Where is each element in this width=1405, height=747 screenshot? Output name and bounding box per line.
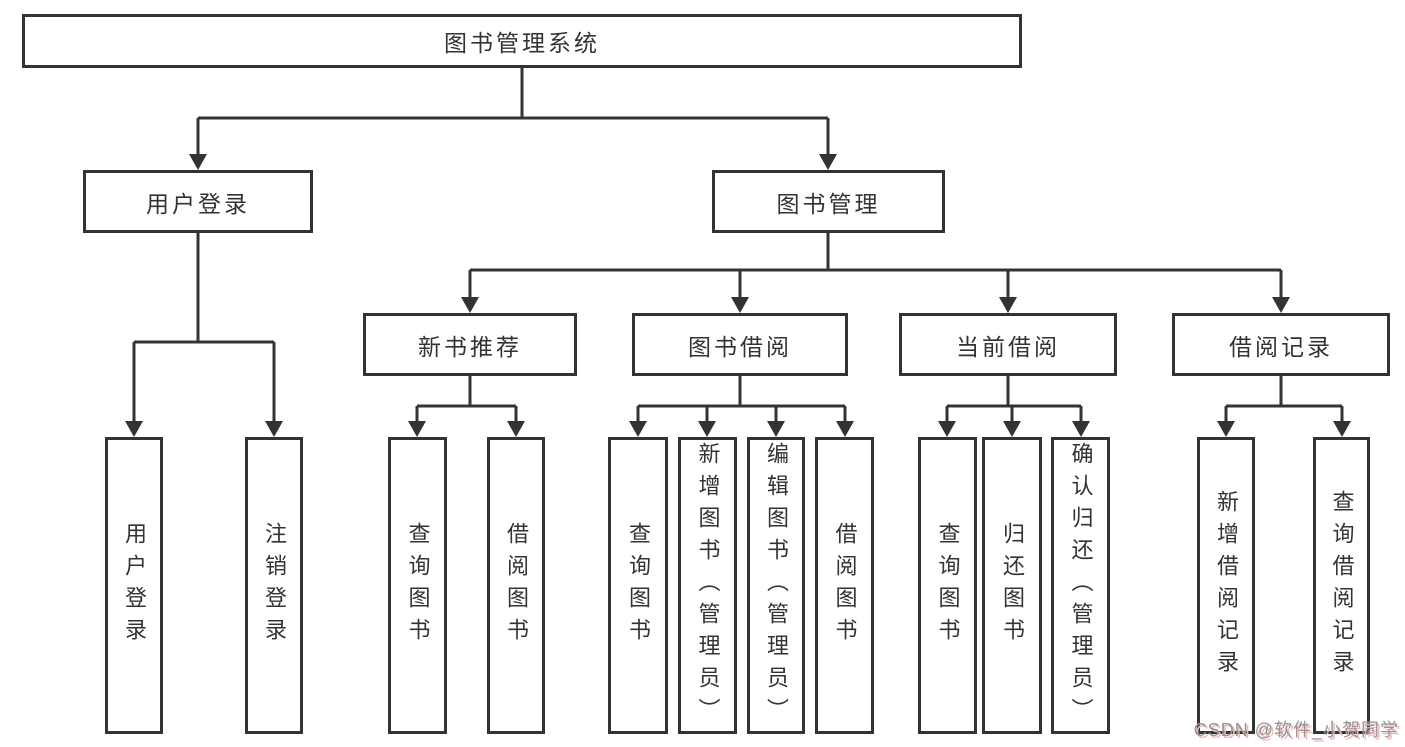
arrowhead [189, 154, 207, 170]
connector-borrow-records-group [1217, 376, 1351, 437]
connector-user-login-group [125, 233, 283, 437]
arrowhead [938, 421, 956, 437]
connector-current-borrow-group [938, 376, 1090, 437]
arrowhead [836, 421, 854, 437]
leaf-query-books-recommend: 查询图书 [388, 437, 447, 734]
node-label: 图书借阅 [688, 333, 792, 360]
node-new-book-recommend: 新书推荐 [363, 313, 577, 376]
connector-new-book-recommend-group [408, 376, 525, 437]
node-label: 新书推荐 [418, 333, 522, 360]
leaf-edit-books-admin: 编辑图书（管理员） [747, 437, 805, 734]
connector-book-management-to-level3 [461, 233, 1290, 313]
node-label: 查询借阅记录 [1329, 489, 1355, 682]
leaf-add-borrow-record: 新增借阅记录 [1197, 437, 1255, 734]
node-label: 借阅图书 [832, 521, 858, 650]
node-book-borrow: 图书借阅 [632, 313, 848, 376]
arrowhead [265, 421, 283, 437]
node-label: 借阅图书 [504, 521, 529, 650]
arrowhead [1003, 421, 1021, 437]
arrowhead [1217, 421, 1235, 437]
node-label: 借阅记录 [1229, 333, 1333, 360]
node-current-borrow: 当前借阅 [899, 313, 1117, 376]
node-label: 查询图书 [405, 521, 431, 650]
arrowhead [629, 421, 647, 437]
leaf-borrow-books: 借阅图书 [815, 437, 874, 734]
node-label: 编辑图书（管理员） [764, 441, 789, 730]
node-label: 注销登录 [262, 521, 287, 650]
leaf-query-books-current: 查询图书 [918, 437, 977, 734]
arrowhead [507, 421, 525, 437]
leaf-borrow-books-recommend: 借阅图书 [487, 437, 545, 734]
node-label: 用户登录 [146, 190, 250, 217]
node-root: 图书管理系统 [22, 14, 1022, 68]
leaf-return-books: 归还图书 [982, 437, 1042, 734]
leaf-query-books-borrow: 查询图书 [608, 437, 668, 734]
arrowhead [731, 297, 749, 313]
arrowhead [125, 421, 143, 437]
arrowhead [1333, 421, 1351, 437]
node-label: 查询图书 [935, 521, 961, 650]
node-borrow-records: 借阅记录 [1172, 313, 1390, 376]
arrowhead [1072, 421, 1090, 437]
node-label: 查询图书 [626, 521, 651, 650]
leaf-confirm-return-admin: 确认归还（管理员） [1051, 437, 1110, 734]
node-label: 确认归还（管理员） [1068, 441, 1094, 730]
node-user-login: 用户登录 [83, 170, 313, 233]
arrowhead [819, 154, 837, 170]
node-label: 图书管理 [776, 190, 881, 217]
node-label: 新增借阅记录 [1214, 489, 1239, 682]
node-label: 当前借阅 [956, 333, 1060, 360]
node-label: 图书管理系统 [444, 30, 600, 56]
node-label: 新增图书（管理员） [695, 441, 721, 730]
node-book-management: 图书管理 [712, 170, 945, 233]
arrowhead [698, 421, 716, 437]
node-label: 归还图书 [1000, 521, 1025, 650]
leaf-query-borrow-record: 查询借阅记录 [1313, 437, 1370, 734]
arrowhead [461, 297, 479, 313]
arrowhead [999, 297, 1017, 313]
connector-root-to-level2 [189, 68, 837, 170]
node-label: 用户登录 [122, 521, 147, 650]
leaf-add-books-admin: 新增图书（管理员） [678, 437, 737, 734]
leaf-logout: 注销登录 [245, 437, 303, 734]
arrowhead [1272, 297, 1290, 313]
watermark: CSDN @软件_小贺同学 [1193, 720, 1399, 740]
arrowhead [767, 421, 785, 437]
arrowhead [408, 421, 426, 437]
leaf-user-login: 用户登录 [105, 437, 163, 734]
connector-book-borrow-group [629, 376, 854, 437]
